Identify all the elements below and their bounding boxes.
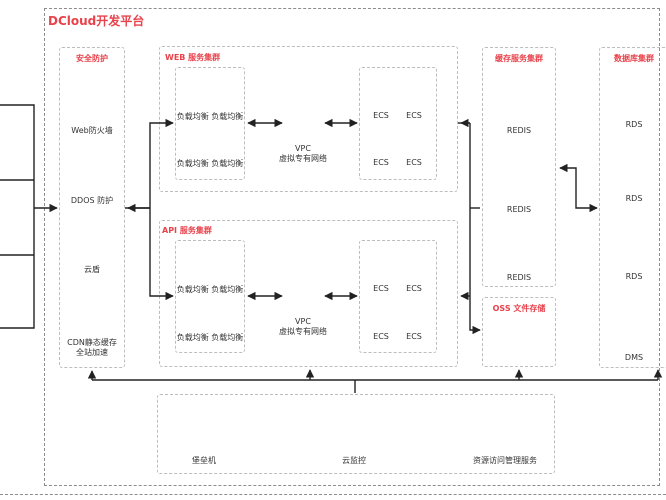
api-ecs-3: ECS [373, 332, 389, 341]
cache-redis-2: REDIS [506, 205, 532, 214]
web-cluster-panel [159, 46, 458, 192]
db-rds-2: RDS [625, 194, 643, 203]
api-lb-row-1: 负载均衡 负载均衡 [176, 285, 244, 294]
security-title: 安全防护 [76, 54, 108, 63]
security-item-ddos: DDOS 防护 [70, 196, 114, 205]
api-ecs-2: ECS [406, 284, 422, 293]
api-vpc-sub-label: 虚拟专有网络 [279, 327, 327, 336]
service-ram: 资源访问管理服务 [473, 456, 537, 465]
platform-title: DCloud开发平台 [48, 14, 145, 28]
web-ecs-2: ECS [406, 111, 422, 120]
oss-panel [482, 297, 556, 367]
api-ecs-1: ECS [373, 284, 389, 293]
security-item-cdn: CDN静态缓存 [67, 338, 117, 347]
split-to-web [149, 118, 174, 208]
api-lb-group [175, 240, 245, 353]
security-item-acceleration: 全站加速 [76, 348, 108, 357]
bottom-separator [0, 494, 666, 495]
split-to-api [149, 208, 174, 301]
cache-db-link [559, 163, 598, 213]
web-vpc-sub-label: 虚拟专有网络 [279, 154, 327, 163]
clusters-to-cache [469, 123, 481, 335]
cache-redis-3: REDIS [506, 273, 532, 282]
web-lb-row-2: 负载均衡 负载均衡 [176, 159, 244, 168]
web-vpc-label: VPC [295, 144, 311, 153]
web-ecs-4: ECS [406, 158, 422, 167]
inbound-bracket [0, 104, 35, 329]
database-cluster-panel [599, 47, 666, 368]
api-ecs-group [359, 240, 437, 353]
service-cloud-monitor: 云监控 [342, 456, 366, 465]
api-cluster-title: API 服务集群 [162, 226, 212, 235]
cache-cluster-title: 缓存服务集群 [495, 54, 543, 63]
bottom-services-panel [157, 394, 555, 474]
db-rds-1: RDS [625, 120, 643, 129]
web-ecs-group [359, 67, 437, 180]
database-cluster-title: 数据库集群 [614, 54, 654, 63]
security-item-cloudshield: 云盾 [84, 265, 100, 274]
oss-title: OSS 文件存储 [492, 304, 546, 313]
db-rds-3: RDS [625, 272, 643, 281]
web-ecs-3: ECS [373, 158, 389, 167]
web-lb-group [175, 67, 245, 180]
security-item-waf: Web防火墙 [71, 126, 113, 135]
web-ecs-1: ECS [373, 111, 389, 120]
security-panel [59, 47, 125, 368]
service-bastion-host: 堡垒机 [192, 456, 216, 465]
cache-redis-1: REDIS [506, 126, 532, 135]
api-ecs-4: ECS [406, 332, 422, 341]
api-cluster-panel [159, 220, 458, 367]
web-cluster-title: WEB 服务集群 [165, 53, 221, 62]
web-lb-row-1: 负载均衡 负载均衡 [176, 112, 244, 121]
db-dms: DMS [624, 353, 644, 362]
cache-cluster-panel [482, 47, 556, 287]
platform-frame [44, 8, 660, 486]
api-vpc-label: VPC [295, 317, 311, 326]
api-lb-row-2: 负载均衡 负载均衡 [176, 333, 244, 342]
